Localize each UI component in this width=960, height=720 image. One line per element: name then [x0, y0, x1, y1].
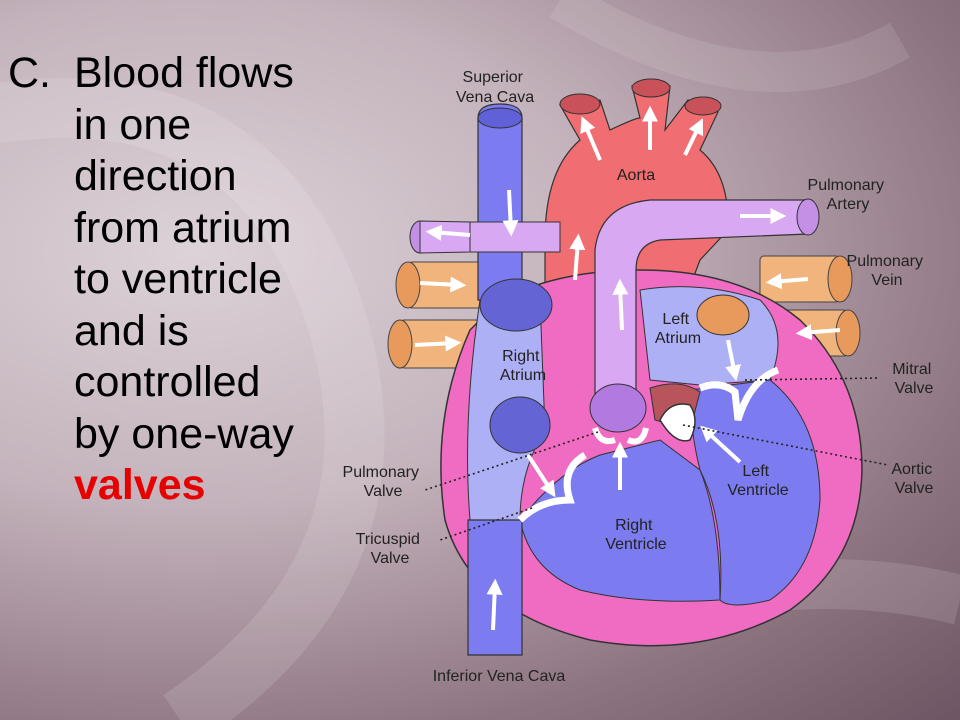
pulmonary-valve-leaflets [592, 427, 649, 445]
label-superior-vena-cava: Superior Vena Cava [456, 69, 534, 106]
label-mitral-valve: Mitral Valve [892, 361, 936, 397]
label-aorta: Aorta [617, 167, 655, 184]
bullet-text: Blood flows in one direction from atrium… [74, 48, 348, 512]
bullet-line: from atrium [74, 203, 292, 252]
bullet-line: by one-way [74, 409, 294, 458]
vena-cava-opening-lower [489, 396, 551, 454]
left-ventricle [689, 379, 821, 606]
label-pulmonary-artery: Pulmonary Artery [808, 177, 889, 213]
bullet-line: controlled [74, 358, 261, 406]
pulmonary-vein-opening [696, 294, 750, 336]
bullet-line: in one [74, 100, 192, 149]
label-inferior-vena-cava: Inferior Vena Cava [433, 668, 566, 685]
label-pulmonary-valve: Pulmonary Valve [343, 464, 424, 500]
bullet-line: to ventricle [74, 255, 282, 303]
label-aortic-valve: Aortic Valve [891, 461, 936, 497]
label-leaders [424, 377, 889, 541]
label-tricuspid-valve: Tricuspid Valve [356, 531, 425, 567]
label-right-atrium: Right Atrium [500, 348, 546, 384]
label-right-ventricle: Right Ventricle [605, 517, 666, 553]
bullet-line: direction [74, 152, 237, 200]
bullet-letter: C. [8, 49, 51, 97]
emphasis-word: valves [74, 461, 206, 509]
bullet-line: and is [74, 306, 189, 355]
bullet-line: Blood flows [74, 49, 294, 97]
flow-arrows [414, 105, 841, 631]
heart-diagram: Superior Vena Cava Aorta Pulmonary Arter… [343, 69, 936, 685]
aortic-valve-leaflets [659, 403, 696, 442]
label-pulmonary-vein: Pulmonary Vein [847, 253, 928, 289]
mitral-valve-leaflets [698, 366, 780, 422]
slide-text-block: C. Blood flows in one direction from atr… [8, 48, 348, 512]
tricuspid-valve-leaflets [517, 451, 587, 523]
label-left-atrium: Left Atrium [655, 311, 701, 347]
pulmonary-valve [589, 383, 647, 433]
label-left-ventricle: Left Ventricle [727, 463, 788, 499]
vena-cava-opening-upper [479, 278, 553, 332]
